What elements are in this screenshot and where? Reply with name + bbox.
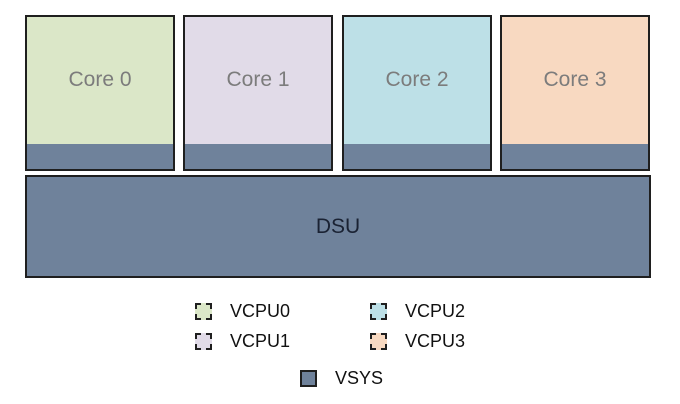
core-0-vcpu-region: Core 0 xyxy=(27,17,173,146)
legend-item-vcpu1: VCPU1 xyxy=(195,330,290,352)
core-2-vcpu-region: Core 2 xyxy=(344,17,490,146)
core-3-vsys-region xyxy=(502,144,648,169)
core-3-block: Core 3 xyxy=(500,15,650,171)
legend-label-vsys: VSYS xyxy=(335,367,384,388)
legend-item-vcpu3: VCPU3 xyxy=(370,330,465,352)
core-3-label: Core 3 xyxy=(543,67,607,91)
legend-label-vcpu3: VCPU3 xyxy=(405,330,466,351)
core-0-vsys-region xyxy=(27,144,173,169)
legend-item-vcpu2: VCPU2 xyxy=(370,300,465,322)
core-3-vcpu-region: Core 3 xyxy=(502,17,648,146)
core-1-vsys-region xyxy=(185,144,331,169)
core-1-label: Core 1 xyxy=(226,67,290,91)
legend-item-vsys: VSYS xyxy=(300,367,383,389)
core-1-block: Core 1 xyxy=(183,15,333,171)
legend-label-vcpu0: VCPU0 xyxy=(230,300,291,321)
core-1-vcpu-region: Core 1 xyxy=(185,17,331,146)
legend-label-vcpu2: VCPU2 xyxy=(405,300,466,321)
core-0-label: Core 0 xyxy=(68,67,132,91)
dsu-block: DSU xyxy=(25,175,651,278)
core-0-block: Core 0 xyxy=(25,15,175,171)
core-2-vsys-region xyxy=(344,144,490,169)
legend-label-vcpu1: VCPU1 xyxy=(230,330,291,351)
legend-item-vcpu0: VCPU0 xyxy=(195,300,290,322)
legend-swatch-vcpu0 xyxy=(195,302,212,320)
core-2-label: Core 2 xyxy=(385,67,449,91)
legend-swatch-vsys xyxy=(300,369,317,387)
dsu-label: DSU xyxy=(315,214,361,238)
legend-swatch-vcpu1 xyxy=(195,332,212,350)
legend-swatch-vcpu2 xyxy=(370,302,387,320)
legend-swatch-vcpu3 xyxy=(370,332,387,350)
core-2-block: Core 2 xyxy=(342,15,492,171)
